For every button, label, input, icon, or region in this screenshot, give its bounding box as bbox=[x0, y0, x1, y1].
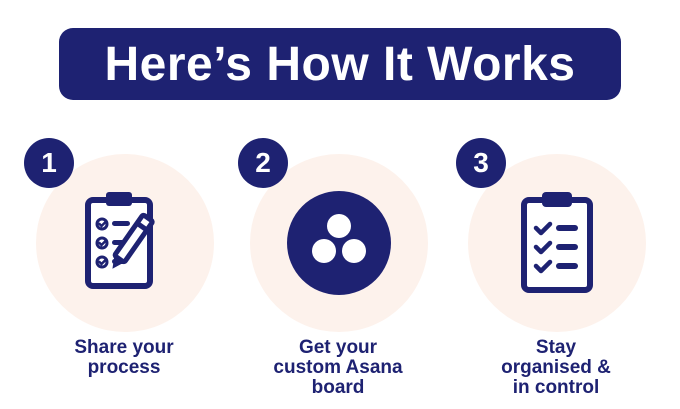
step-1: 1 Share your process bbox=[24, 138, 224, 408]
step-1-label: Share your process bbox=[74, 337, 174, 378]
clipboard-pen-icon bbox=[36, 154, 214, 332]
step-2: 2 Get your custom Asana board bbox=[238, 138, 438, 408]
step-2-label: Get your custom Asana board bbox=[273, 337, 403, 398]
asana-logo-icon bbox=[250, 154, 428, 332]
checklist-clipboard-icon bbox=[468, 154, 646, 332]
step-1-number-badge: 1 bbox=[24, 138, 74, 188]
step-3-number-badge: 3 bbox=[456, 138, 506, 188]
step-2-number-badge: 2 bbox=[238, 138, 288, 188]
step-3: 3 Stay organised & in control bbox=[456, 138, 656, 408]
title-banner: Here’s How It Works bbox=[59, 28, 621, 100]
page-title: Here’s How It Works bbox=[104, 37, 576, 91]
step-3-label: Stay organised & in control bbox=[501, 337, 611, 398]
